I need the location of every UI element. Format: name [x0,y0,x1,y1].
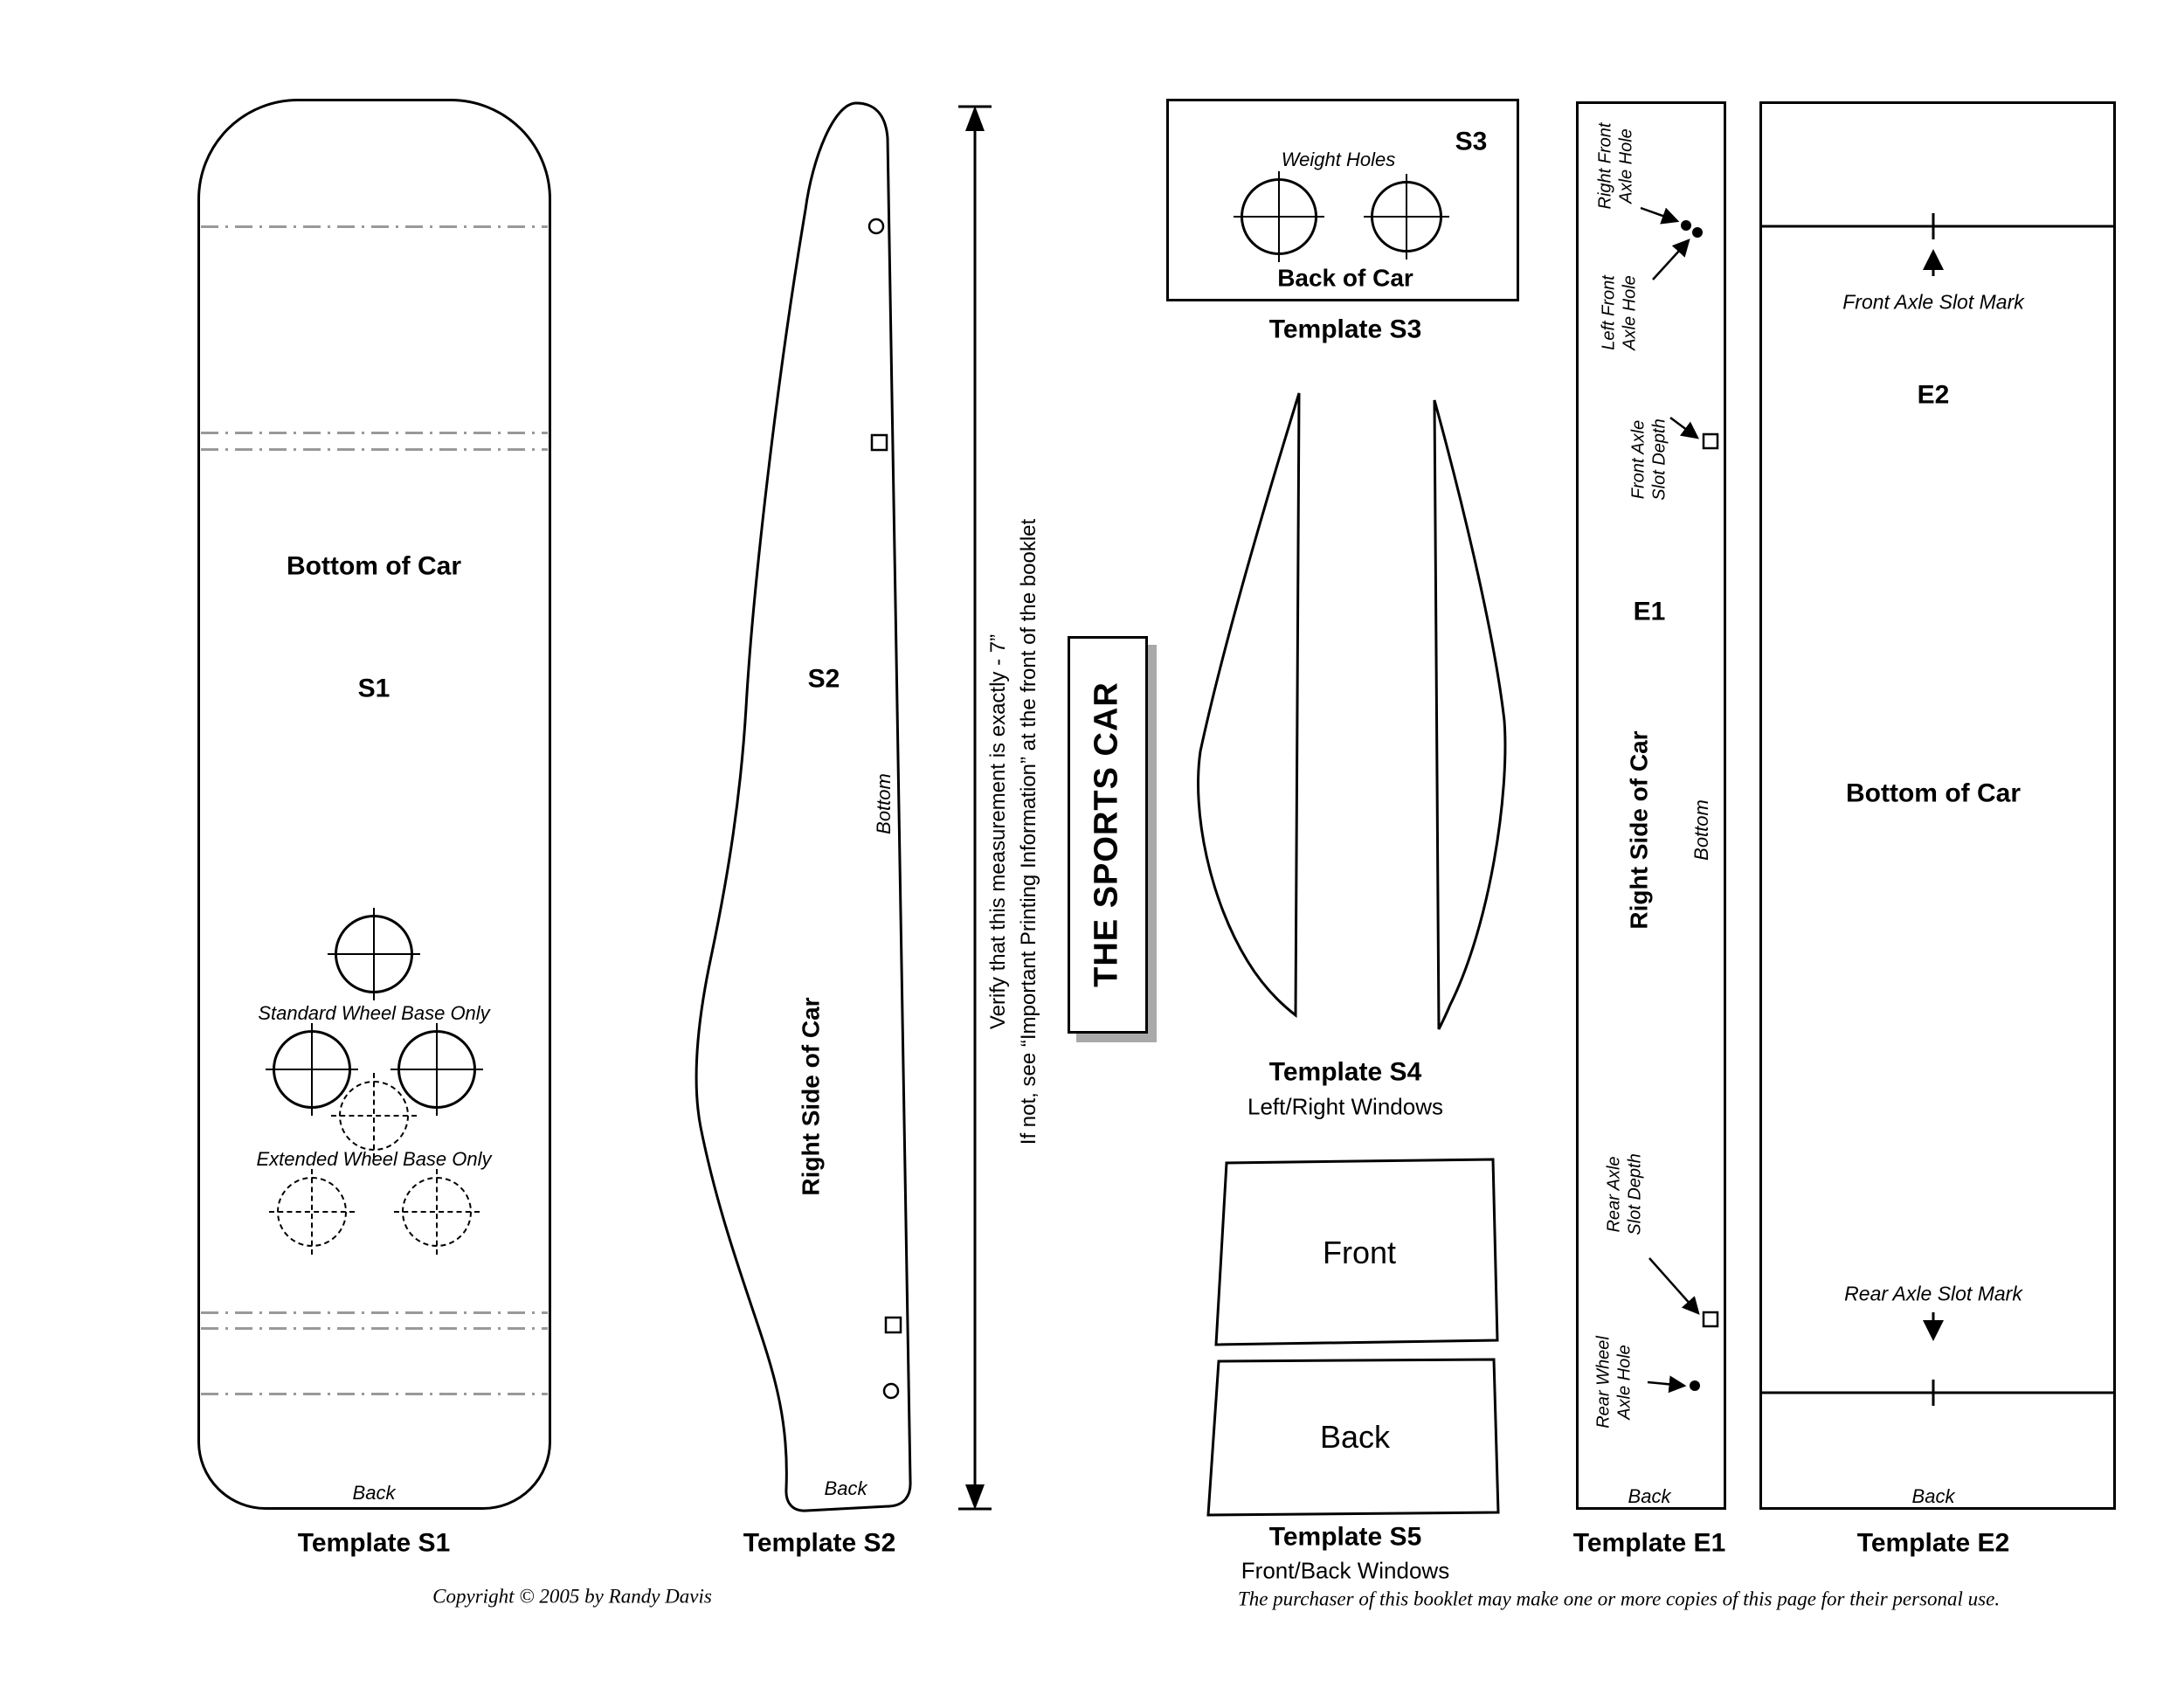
s3-back-of-car-label: Back of Car [1277,264,1413,292]
e1-front-axle-slot-depth-label: Front Axle Slot Depth [1628,419,1669,501]
s2-slot-square-bottom [884,1316,902,1334]
e1-marks [1640,206,1719,1394]
s5-front-window-shape [1214,1158,1499,1346]
e1-right-front-axle-hole-dot [1681,220,1691,231]
s5-front-window-label: Front [1322,1234,1397,1270]
s5-back-window-shape [1206,1358,1500,1517]
standard-wheel-base-hole [266,1023,358,1116]
s4-caption: Template S4 [1268,1057,1422,1087]
s1-guide-line [201,432,548,434]
s2-right-side-label: Right Side of Car [797,997,825,1196]
s1-bottom-of-car-label: Bottom of Car [287,551,461,581]
template-s2-outline [695,101,912,1512]
e1-arrow-right-front [1640,206,1680,225]
s2-id-label: S2 [807,664,840,694]
e1-rear-wheel-axle-hole-dot [1690,1380,1700,1391]
template-e1-outline [1576,101,1726,1510]
e1-rear-slot-depth-square [1702,1311,1719,1328]
s5-back-window-label: Back [1319,1418,1391,1455]
e2-back-label: Back [1911,1485,1955,1508]
e1-rear-wheel-axle-hole-label: Rear Wheel Axle Hole [1593,1336,1634,1429]
s1-guide-line [201,225,548,228]
s2-slot-square-top [870,433,888,452]
e1-arrow-rear-wheel [1647,1375,1687,1394]
e1-rear-axle-slot-depth-label: Rear Axle Slot Depth [1604,1153,1644,1235]
standard-wheel-base-hole [328,908,420,1000]
s1-standard-wheel-base-label: Standard Wheel Base Only [258,1002,490,1025]
measurement-note-line2: If not, see “Important Printing Informat… [1016,518,1040,1145]
s2-pilot-hole-top [867,218,885,235]
copyright-line: Copyright © 2005 by Randy Davis [432,1585,712,1608]
booklet-title: THE SPORTS CAR [1088,681,1125,987]
s4-left-window-shape [1197,392,1301,1019]
e1-bottom-label: Bottom [1690,799,1713,861]
e2-marks [1762,213,2113,1406]
s1-extended-wheel-base-label: Extended Wheel Base Only [256,1148,492,1171]
template-s3-outline [1166,99,1519,301]
e2-id-label: E2 [1917,380,1950,410]
s4-subcaption: Left/Right Windows [1248,1093,1443,1120]
s1-guide-line [201,1311,548,1314]
s3-weight-holes-label: Weight Holes [1281,149,1396,171]
s2-bottom-label: Bottom [873,773,895,834]
e1-id-label: E1 [1633,597,1666,626]
template-e2-outline [1759,101,2116,1510]
extended-wheel-base-hole [269,1169,355,1255]
s2-back-label: Back [824,1477,867,1500]
measurement-note-line1: Verify that this measurement is exactly … [985,633,1010,1030]
template-s1-outline [197,99,551,1510]
e1-back-label: Back [1628,1485,1671,1508]
weight-hole [1234,171,1324,262]
e2-caption: Template E2 [1856,1528,2010,1558]
e1-arrow-rear-slot [1648,1257,1700,1315]
e2-rear-axle-slot-mark-label: Rear Axle Slot Mark [1844,1282,2022,1305]
s1-guide-line [201,448,548,451]
booklet-title-box [1068,636,1148,1034]
measurement-arrow [958,105,992,1511]
s3-caption: Template S3 [1268,315,1422,344]
s5-subcaption: Front/Back Windows [1241,1557,1450,1584]
extended-wheel-base-hole [331,1073,417,1159]
s1-caption: Template S1 [297,1528,451,1558]
e1-arrow-left-front [1652,239,1690,280]
s1-guide-line [201,1393,548,1395]
s2-pilot-hole-bottom [882,1382,900,1400]
e1-left-front-axle-hole-dot [1692,227,1703,238]
e1-caption: Template E1 [1572,1528,1726,1558]
e2-front-axle-slot-mark-label: Front Axle Slot Mark [1842,290,2024,314]
s2-caption: Template S2 [743,1528,896,1558]
weight-hole [1364,174,1449,259]
extended-wheel-base-hole [394,1169,480,1255]
s1-id-label: S1 [357,674,390,703]
s1-back-label: Back [352,1482,396,1505]
s5-caption: Template S5 [1268,1522,1422,1552]
permission-line: The purchaser of this booklet may make o… [1237,1588,2001,1610]
standard-wheel-base-hole [390,1023,483,1116]
e1-left-front-axle-hole-label: Left Front Axle Hole [1599,275,1639,350]
e1-right-front-axle-hole-label: Right Front Axle Hole [1595,122,1635,210]
e1-front-slot-depth-square [1702,432,1719,450]
e1-arrow-front-slot [1669,416,1700,439]
e2-bottom-of-car-label: Bottom of Car [1846,778,2021,808]
e1-right-side-label: Right Side of Car [1625,730,1653,930]
s4-right-window-shape [1433,399,1507,1030]
s3-id-label: S3 [1455,127,1488,156]
s1-guide-line [201,1327,548,1330]
